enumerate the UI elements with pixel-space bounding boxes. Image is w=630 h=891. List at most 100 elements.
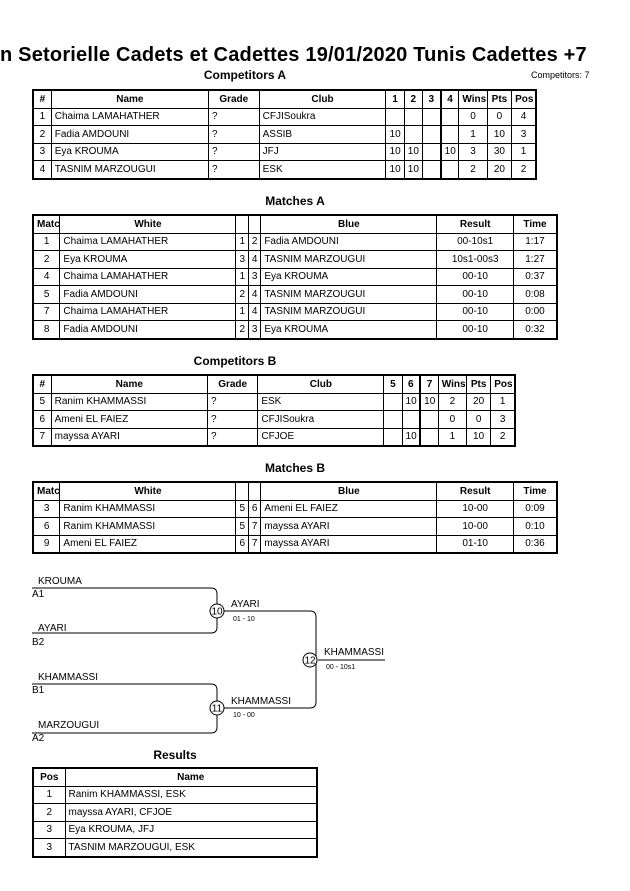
table-cell: 7 [32, 427, 52, 447]
column-header: Grade [206, 374, 259, 394]
column-header: Name [64, 767, 318, 787]
table-cell: 3 [32, 820, 66, 839]
table-cell: 4 [247, 250, 262, 269]
bracket-match-number: 10 [211, 607, 223, 618]
column-header: Time [512, 214, 558, 234]
bracket-entrant-name: KROUMA [38, 576, 82, 587]
column-header: Pos [490, 374, 516, 394]
results-title: Results [153, 748, 197, 762]
column-header: 2 [403, 89, 423, 109]
page-title: n Setorielle Cadets et Cadettes 19/01/20… [0, 44, 587, 66]
competitors-count: Competitors: 7 [531, 70, 590, 80]
column-header: Pos [511, 89, 537, 109]
table-cell: TASNIM MARZOUGUI [50, 160, 209, 179]
column-header: Wins [437, 374, 468, 394]
column-header: Name [50, 89, 209, 109]
matches-b-title: Matches B [264, 461, 326, 475]
bracket-entrant-seed: B1 [32, 685, 45, 696]
bracket-match-number: 11 [212, 704, 223, 715]
bracket-entrant-seed: A2 [32, 733, 45, 744]
table-cell: 6 [32, 410, 52, 429]
table-cell: 00-10 [436, 320, 514, 339]
bracket-winner: KHAMMASSI [231, 696, 291, 707]
table-cell: 10 [403, 160, 423, 179]
bracket-entrant-name: KHAMMASSI [38, 672, 98, 683]
table-cell: 2 [490, 427, 516, 447]
bracket-final-winner: KHAMMASSI [324, 647, 384, 658]
table-cell: 4 [32, 160, 52, 179]
column-header: Grade [207, 89, 260, 109]
column-header: Result [436, 481, 514, 501]
table-cell: 7 [247, 534, 262, 554]
bracket-score: 01 - 10 [233, 616, 255, 623]
table-cell: Fadia AMDOUNI [59, 320, 237, 339]
column-header: 6 [401, 374, 421, 394]
table-cell: 0:10 [512, 517, 558, 536]
table-cell: mayssa AYARI, CFJOE [64, 803, 318, 822]
bracket-entrant-name: AYARI [38, 623, 67, 634]
table-cell: CFJOE [257, 427, 385, 447]
bracket-match-number: 12 [304, 656, 316, 667]
table-cell: TASNIM MARZOUGUI, ESK [64, 838, 318, 857]
table-cell: 0:36 [512, 534, 558, 554]
table-cell: 2 [511, 160, 537, 179]
column-header: # [32, 89, 52, 109]
table-cell: 01-10 [436, 534, 514, 554]
table-cell: 0:32 [512, 320, 558, 339]
column-header: # [32, 374, 52, 394]
table-cell: 3 [490, 410, 516, 429]
column-header: Club [258, 89, 387, 109]
column-header: Pos [32, 767, 66, 787]
column-header: White [59, 214, 237, 234]
table-cell: Eya KROUMA, JFJ [64, 820, 318, 839]
table-cell: 3 [32, 838, 66, 857]
column-header: Blue [260, 481, 438, 501]
table-cell: 1 [511, 142, 537, 161]
table-cell: 2 [32, 803, 66, 822]
table-cell: 0:37 [512, 267, 558, 286]
bracket-final-score: 00 - 10s1 [326, 664, 355, 671]
table-cell: 1 [32, 785, 66, 804]
bracket-entrant-seed: A1 [32, 589, 45, 600]
table-cell: ESK [258, 160, 387, 179]
bracket-winner: AYARI [231, 599, 260, 610]
column-header: Blue [260, 214, 438, 234]
column-header [247, 214, 262, 234]
matches-a-title: Matches A [265, 194, 325, 208]
competitors-b-title: Competitors B [193, 354, 277, 368]
column-header [247, 481, 262, 501]
bracket-score: 10 - 00 [233, 712, 255, 719]
table-cell: 10 [466, 427, 492, 447]
table-cell: 2 [458, 160, 488, 179]
table-cell: ? [206, 427, 259, 447]
table-cell: mayssa AYARI [260, 534, 438, 554]
column-header: Wins [458, 89, 488, 109]
table-cell: Ranim KHAMMASSI, ESK [64, 785, 318, 804]
bracket-entrant-seed: B2 [32, 637, 45, 648]
competitors-a-title: Competitors A [203, 68, 287, 82]
table-cell: 3 [247, 320, 262, 339]
column-header: Result [436, 214, 514, 234]
table-cell: Eya KROUMA [260, 320, 438, 339]
bracket-entrant-name: MARZOUGUI [38, 720, 99, 731]
